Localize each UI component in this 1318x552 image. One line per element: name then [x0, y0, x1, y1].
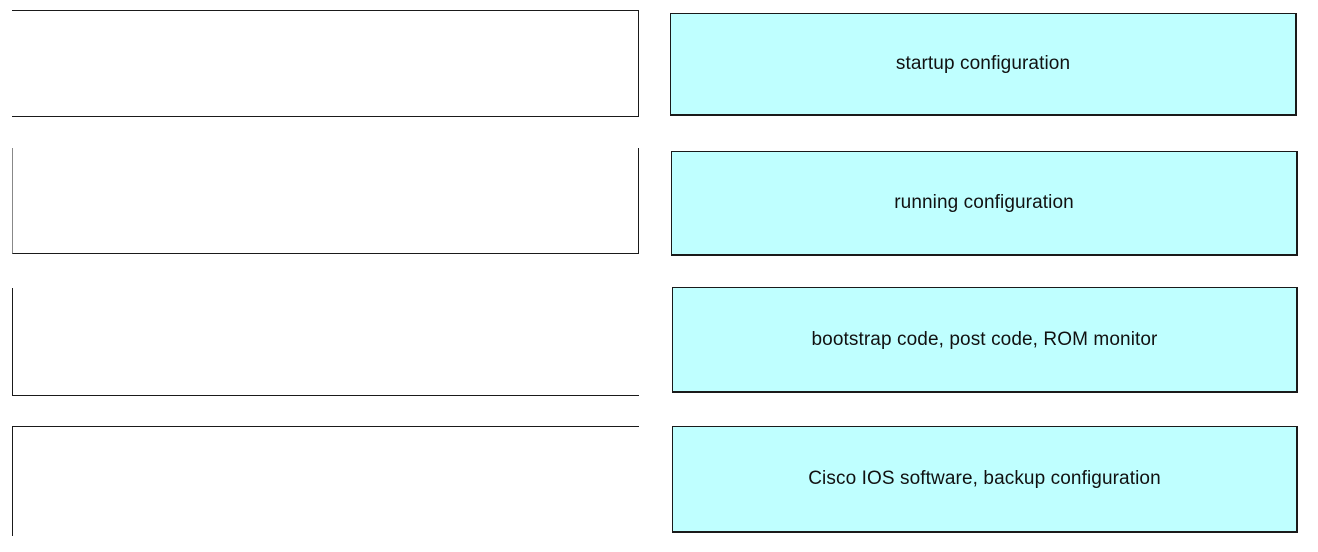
- drop-target-2[interactable]: [12, 148, 639, 254]
- answer-bootstrap-post-rom[interactable]: bootstrap code, post code, ROM monitor: [672, 287, 1298, 393]
- answer-ios-backup-configuration[interactable]: Cisco IOS software, backup configuration: [672, 426, 1298, 533]
- answer-label: Cisco IOS software, backup configuration: [808, 468, 1161, 489]
- drop-target-3[interactable]: [12, 288, 639, 396]
- answer-startup-configuration[interactable]: startup configuration: [670, 13, 1297, 116]
- drop-target-1[interactable]: [12, 10, 639, 117]
- answer-label: bootstrap code, post code, ROM monitor: [811, 328, 1158, 350]
- answer-label: running configuration: [894, 192, 1074, 213]
- answer-running-configuration[interactable]: running configuration: [671, 151, 1298, 256]
- drop-target-4[interactable]: [12, 426, 639, 536]
- answer-label: startup configuration: [895, 53, 1071, 74]
